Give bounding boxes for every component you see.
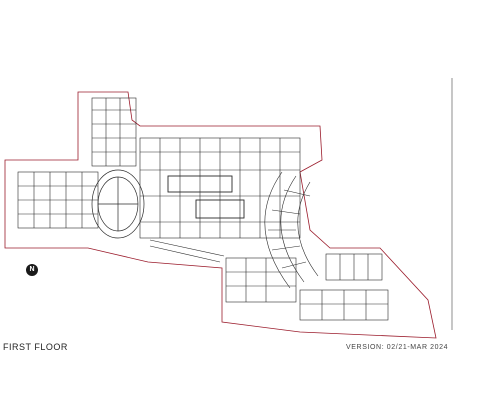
version-label: VERSION: 02/21-MAR 2024	[346, 344, 449, 351]
north-arrow-icon: N	[26, 264, 38, 276]
floor-title: FIRST FLOOR	[3, 342, 68, 352]
south-east-wing	[225, 253, 389, 321]
site-boundary	[4, 91, 437, 339]
north-wing	[91, 97, 137, 167]
main-mall-block	[139, 137, 301, 263]
west-wing	[17, 171, 99, 229]
central-atrium	[91, 169, 145, 239]
